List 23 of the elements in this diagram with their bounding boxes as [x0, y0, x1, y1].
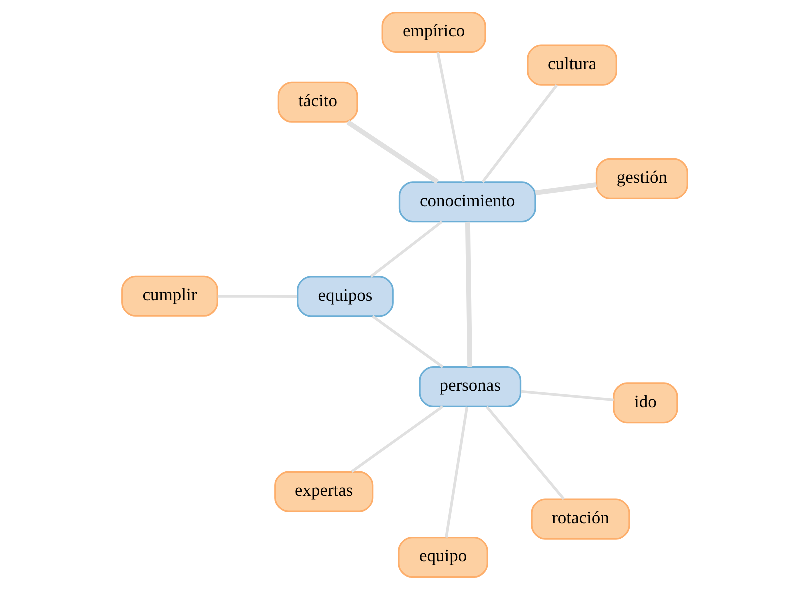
node-box: expertas — [274, 471, 374, 512]
connector — [445, 406, 469, 538]
connector — [465, 222, 473, 368]
node-box: ido — [613, 382, 678, 424]
node-box: personas — [419, 366, 522, 408]
node-box: empírico — [382, 12, 486, 53]
node-box: conocimiento — [398, 182, 536, 223]
node-box: equipos — [297, 276, 394, 318]
node-box: gestión — [596, 158, 688, 200]
node-box: cumplir — [122, 276, 218, 317]
connector — [436, 52, 466, 183]
node-box: cultura — [527, 44, 618, 86]
connector — [535, 182, 598, 196]
node-box: rotación — [531, 498, 630, 540]
connector — [351, 406, 444, 473]
connector — [372, 315, 444, 368]
connector — [346, 120, 440, 184]
connector — [486, 406, 566, 500]
connector — [482, 84, 558, 184]
connector — [520, 390, 614, 402]
node-box: equipo — [398, 537, 488, 578]
node-box: tácito — [278, 82, 358, 123]
connector — [370, 220, 443, 278]
